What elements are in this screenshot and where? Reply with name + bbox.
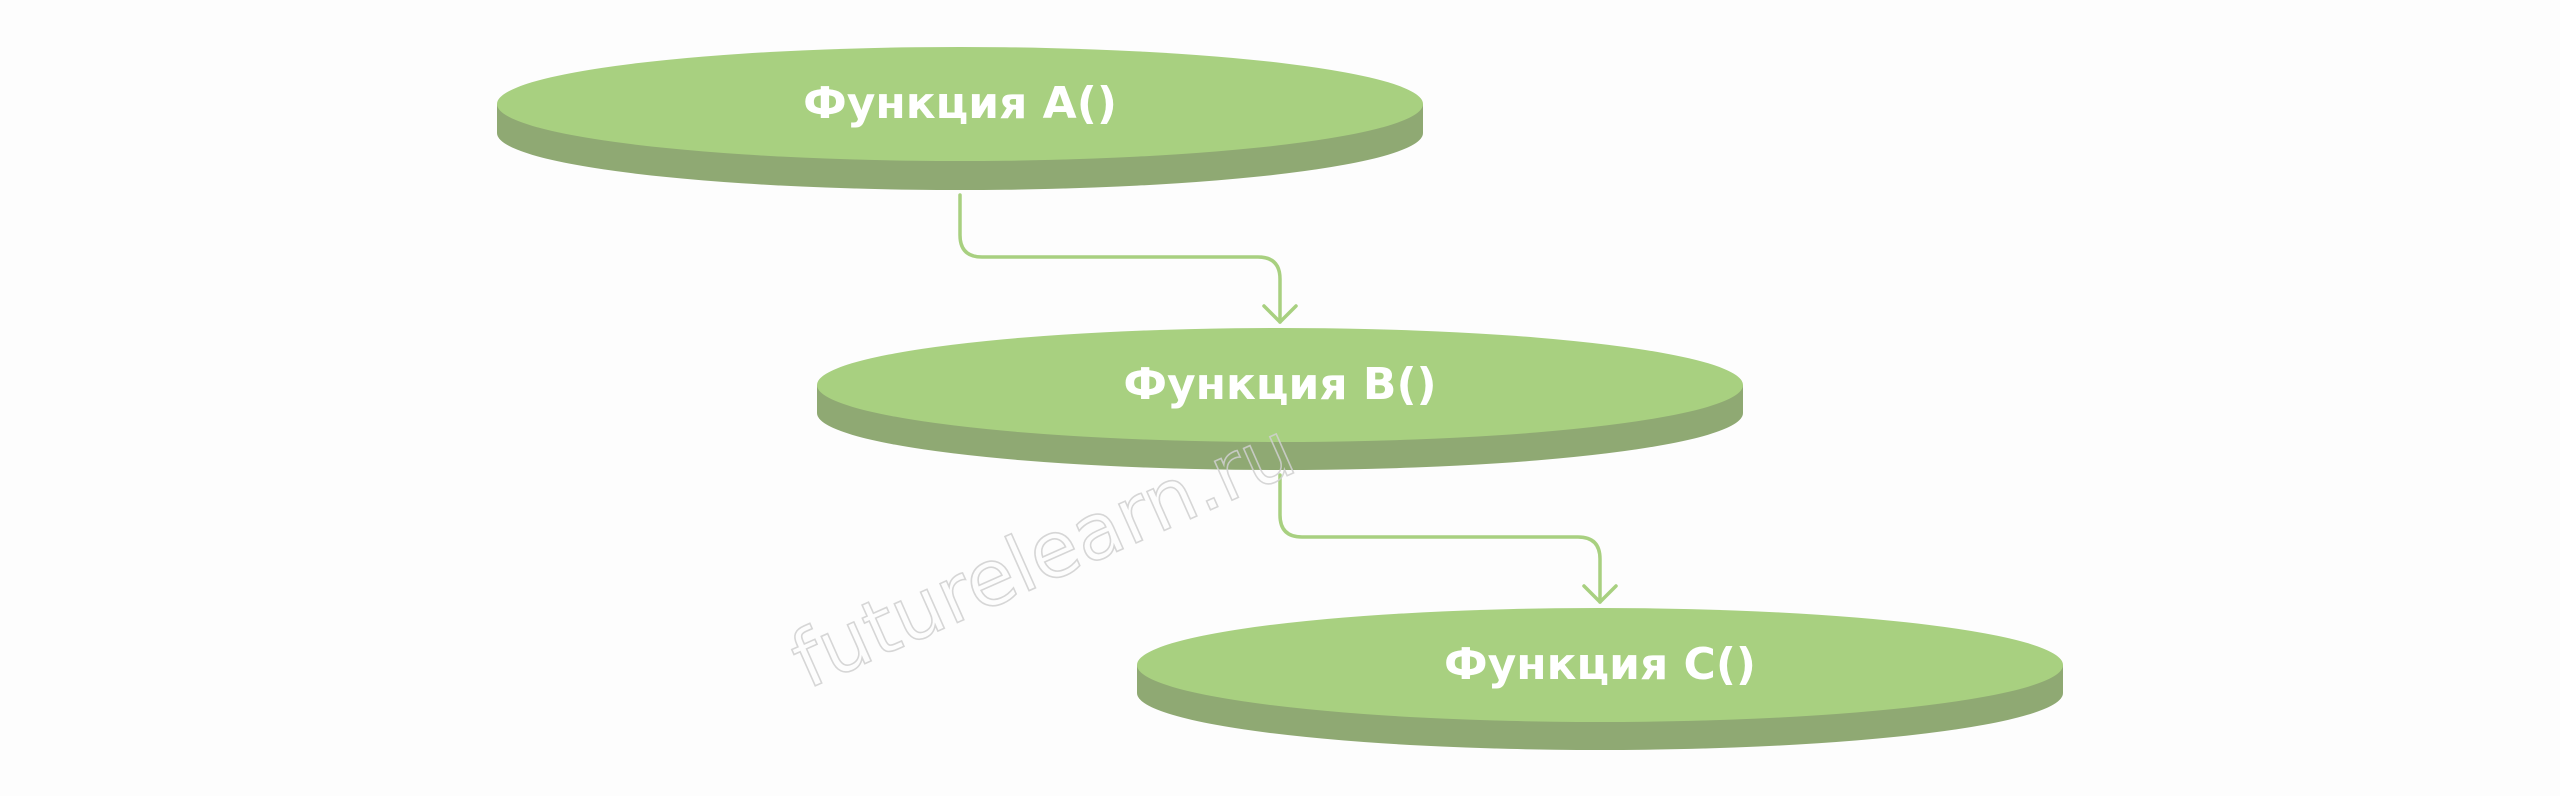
node-label-c: Функция C() [1444,639,1756,690]
node-function-b: Функция B() [817,328,1743,470]
edge-b-to-c [1278,473,1618,604]
edge-arrowhead-a-b [1262,304,1298,324]
node-function-c: Функция C() [1137,608,2063,750]
edge-line-a-b [958,193,1282,324]
node-label-b: Функция B() [1123,359,1436,410]
node-function-a: Функция A() [497,47,1423,190]
edge-a-to-b [958,193,1298,324]
edge-arrowhead-b-c [1582,584,1618,604]
disc-top-b [817,328,1743,442]
disc-top-a [497,47,1423,161]
node-label-a: Функция A() [803,78,1117,129]
edge-line-b-c [1278,473,1602,604]
disc-top-c [1137,608,2063,722]
